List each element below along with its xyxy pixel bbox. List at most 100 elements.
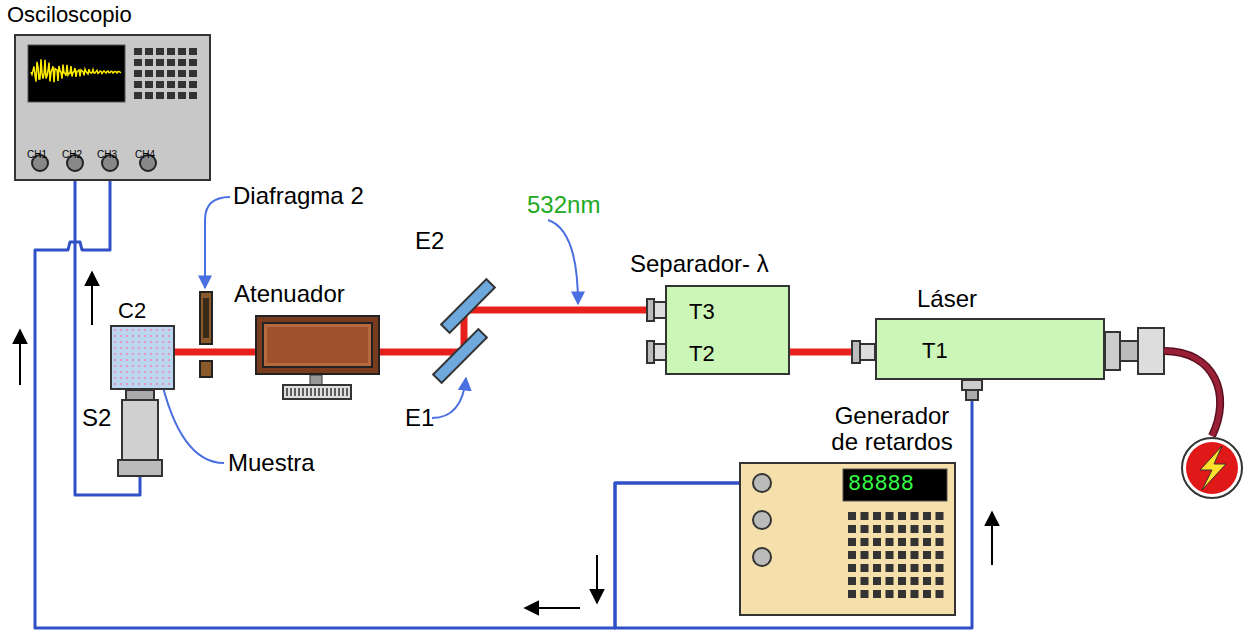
oscilloscope-keys [167,59,175,66]
knob-knurling [342,388,344,396]
oscilloscope-keys [145,92,153,99]
power-cable [1164,351,1220,436]
delay-generator-body [740,463,955,615]
oscilloscope-keys [145,70,153,77]
oscilloscope-keys [167,81,175,88]
oscilloscope-keys [178,92,186,99]
power-connector [1105,332,1120,370]
power-connector [1138,328,1164,374]
oscilloscope-keys [145,81,153,88]
generator-keys [923,512,931,520]
power-symbol [1182,438,1242,498]
diaphragm [200,292,212,377]
generator-keys [886,577,894,585]
port-label: CH3 [97,149,117,160]
generator-keys [898,577,906,585]
laser-beam [380,310,665,352]
knob-knurling [294,388,296,396]
knob-knurling [314,388,316,396]
attenuator-knob [310,375,322,385]
oscilloscope-keys [189,59,197,66]
port-label: CH1 [27,149,47,160]
part-label: Diafragma 2 [233,183,364,209]
wavelength-label: 532nm [527,192,600,218]
part-heading: C2 [118,299,146,323]
generator-keys [923,538,931,546]
generator-keys [936,551,944,559]
part-heading: Láser [917,286,977,312]
delay-generator-body [740,463,955,615]
display-digits: 88888 [848,473,914,497]
mirror [441,279,495,333]
port-connector [962,380,982,390]
generator-keys [873,564,881,572]
oscilloscope-keys [189,81,197,88]
oscilloscope-keys [156,81,164,88]
generator-keys [848,577,856,585]
generator-keys [936,564,944,572]
signal-cable [35,180,740,628]
sample-cell: C2 [110,325,175,390]
generator-keys [936,525,944,533]
oscilloscope-keys [134,48,142,55]
port-connector [860,344,875,360]
knob-knurling [318,388,320,396]
oscilloscope-keys [156,48,164,55]
knob-knurling [322,388,324,396]
knob-knurling [298,388,300,396]
generator-keys [886,525,894,533]
oscilloscope-keys [189,48,197,55]
knob-knurling [338,388,340,396]
power-cable [1164,351,1220,436]
port-label: T3 [689,300,715,324]
knob-knurling [334,388,336,396]
port-label: T1 [922,339,948,363]
oscilloscope: OsciloscopioCH1CH2CH3CH4 [15,35,210,180]
generator-keys [873,551,881,559]
oscilloscope-keys [156,70,164,77]
oscilloscope-body [28,45,125,102]
sample-holder [126,390,154,400]
generator-keys [873,590,881,598]
generator-keys [886,564,894,572]
generator-keys [861,525,869,533]
oscilloscope-keys [178,59,186,66]
oscilloscope-keys [134,48,197,99]
oscilloscope-keys [156,59,164,66]
power-connector [1120,341,1138,361]
generator-keys [873,577,881,585]
generator-keys [936,538,944,546]
part-heading: Generador de retardos [826,403,958,456]
oscilloscope-keys [189,92,197,99]
oscilloscope-trace [31,59,121,82]
sample-holder [118,460,162,476]
generator-keys [861,564,869,572]
power-symbol [1186,442,1238,494]
generator-keys [848,564,856,572]
delay-generator: Generador de retardos [740,463,955,615]
generator-keys [848,551,856,559]
generator-keys [911,525,919,533]
oscilloscope-keys [178,81,186,88]
direction-arrow [525,607,580,609]
delay-generator-body [753,474,771,492]
part-heading: Osciloscopio [7,3,132,27]
generator-keys [848,590,856,598]
generator-keys [848,512,856,520]
diaphragm [200,361,212,377]
direction-arrow [991,512,993,565]
port-connector [647,299,666,363]
knob-knurling [302,388,304,396]
generator-keys [936,590,944,598]
power-connector [1105,328,1164,374]
oscilloscope-keys [167,70,175,77]
generator-keys [873,538,881,546]
knob-knurling [330,388,332,396]
delay-generator-body [843,469,947,501]
knob-knurling [290,388,292,396]
knob-knurling [286,388,288,396]
attenuator: Atenuador [255,315,380,375]
generator-keys [923,577,931,585]
direction-arrow [91,272,93,325]
generator-keys [886,551,894,559]
